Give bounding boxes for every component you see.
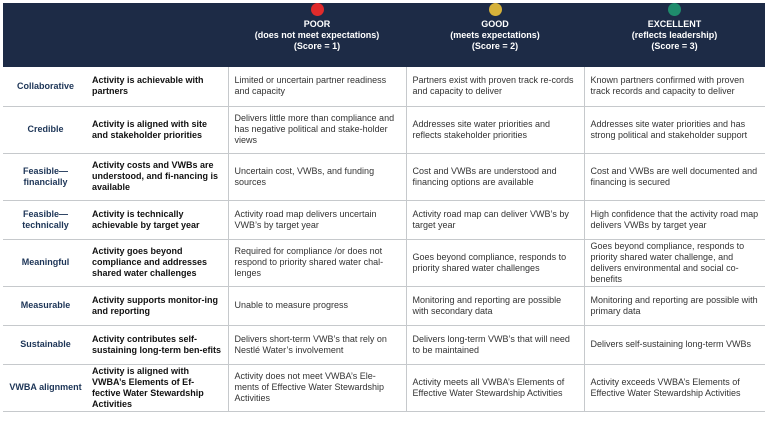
table-row: Measurable Activity supports monitor-ing… — [3, 286, 765, 325]
poor-cell: Delivers little more than compliance and… — [227, 106, 406, 153]
excellent-cell: Delivers self-sustaining long-term VWBs — [583, 325, 765, 364]
criterion-cell: Sustainable — [20, 339, 71, 349]
good-title: GOOD — [481, 19, 509, 29]
good-cell: Cost and VWBs are understood and financi… — [405, 153, 584, 200]
description-cell: Activity goes beyond compliance and addr… — [92, 246, 208, 278]
excellent-cell: Activity exceeds VWBA’s Elements of Effe… — [583, 364, 765, 411]
good-subtitle: (meets expectations) — [450, 30, 540, 40]
table-row: Credible Activity is aligned with site a… — [3, 106, 765, 153]
yellow-circle-icon — [488, 3, 502, 16]
criterion-cell: VWBA alignment — [9, 382, 82, 392]
description-cell: Activity is aligned with site and stakeh… — [92, 118, 208, 140]
rubric-table: POOR (does not meet expectations) (Score… — [3, 3, 765, 412]
poor-cell: Limited or uncertain partner readiness a… — [227, 67, 406, 106]
red-circle-icon — [310, 3, 324, 16]
good-cell: Delivers long-term VWB’s that will need … — [405, 325, 584, 364]
description-cell: Activity is achievable with partners — [92, 75, 204, 97]
good-cell: Activity road map can deliver VWB’s by t… — [405, 200, 584, 239]
excellent-cell: High confidence that the activity road m… — [583, 200, 765, 239]
good-cell: Addresses site water priorities and refl… — [405, 106, 584, 153]
excellent-cell: Cost and VWBs are well documented and fi… — [583, 153, 765, 200]
table-row: Meaningful Activity goes beyond complian… — [3, 239, 765, 286]
header-good: GOOD (meets expectations) (Score = 2) — [406, 3, 584, 67]
good-cell: Goes beyond compliance, responds to prio… — [405, 239, 584, 286]
poor-cell: Delivers short-term VWB’s that rely on N… — [227, 325, 406, 364]
table-row: Feasible—technically Activity is technic… — [3, 200, 765, 239]
header-row: POOR (does not meet expectations) (Score… — [3, 3, 765, 67]
poor-subtitle: (does not meet expectations) — [254, 30, 380, 40]
description-cell: Activity is technically achievable by ta… — [92, 208, 200, 230]
table-row: Collaborative Activity is achievable wit… — [3, 67, 765, 106]
poor-cell: Uncertain cost, VWBs, and funding source… — [227, 153, 406, 200]
table-row: Sustainable Activity contributes self-su… — [3, 325, 765, 364]
header-poor: POOR (does not meet expectations) (Score… — [228, 3, 406, 67]
excellent-title: EXCELLENT — [647, 19, 702, 29]
poor-cell: Activity does not meet VWBA’s Ele-ments … — [227, 364, 406, 411]
good-cell: Activity meets all VWBA’s Elements of Ef… — [405, 364, 584, 411]
header-description — [88, 3, 228, 67]
criterion-cell: Credible — [27, 124, 64, 134]
description-cell: Activity costs and VWBs are understood, … — [92, 160, 218, 192]
criterion-cell: Feasible—technically — [22, 208, 69, 230]
poor-score: (Score = 1) — [293, 41, 341, 51]
excellent-cell: Addresses site water priorities and has … — [583, 106, 765, 153]
description-cell: Activity contributes self-sustaining lon… — [92, 333, 222, 355]
good-cell: Partners exist with proven track re-cord… — [405, 67, 584, 106]
excellent-cell: Known partners confirmed with proven tra… — [583, 67, 765, 106]
excellent-score: (Score = 3) — [651, 41, 698, 51]
header-criterion — [3, 3, 88, 67]
excellent-cell: Goes beyond compliance, responds to prio… — [583, 239, 765, 286]
good-cell: Monitoring and reporting are possible wi… — [405, 286, 584, 325]
header-excellent: EXCELLENT (reflects leadership) (Score =… — [584, 3, 765, 67]
criterion-cell: Measurable — [20, 300, 71, 310]
poor-title: POOR — [303, 19, 331, 29]
excellent-cell: Monitoring and reporting are possible wi… — [583, 286, 765, 325]
poor-cell: Required for compliance /or does not res… — [227, 239, 406, 286]
criterion-cell: Feasible—financially — [22, 165, 69, 187]
criterion-cell: Collaborative — [16, 80, 74, 91]
poor-cell: Activity road map delivers uncertain VWB… — [227, 200, 406, 239]
green-circle-icon — [668, 3, 681, 16]
excellent-subtitle: (reflects leadership) — [631, 30, 718, 40]
good-score: (Score = 2) — [471, 41, 519, 51]
table-row: VWBA alignment Activity is aligned with … — [3, 364, 765, 411]
description-cell: Activity supports monitor-ing and report… — [92, 294, 218, 316]
table-row: Feasible—financially Activity costs and … — [3, 153, 765, 200]
poor-cell: Unable to measure progress — [227, 286, 406, 325]
criterion-cell: Meaningful — [21, 257, 70, 267]
description-cell: Activity is aligned with VWBA’s Elements… — [92, 365, 204, 409]
